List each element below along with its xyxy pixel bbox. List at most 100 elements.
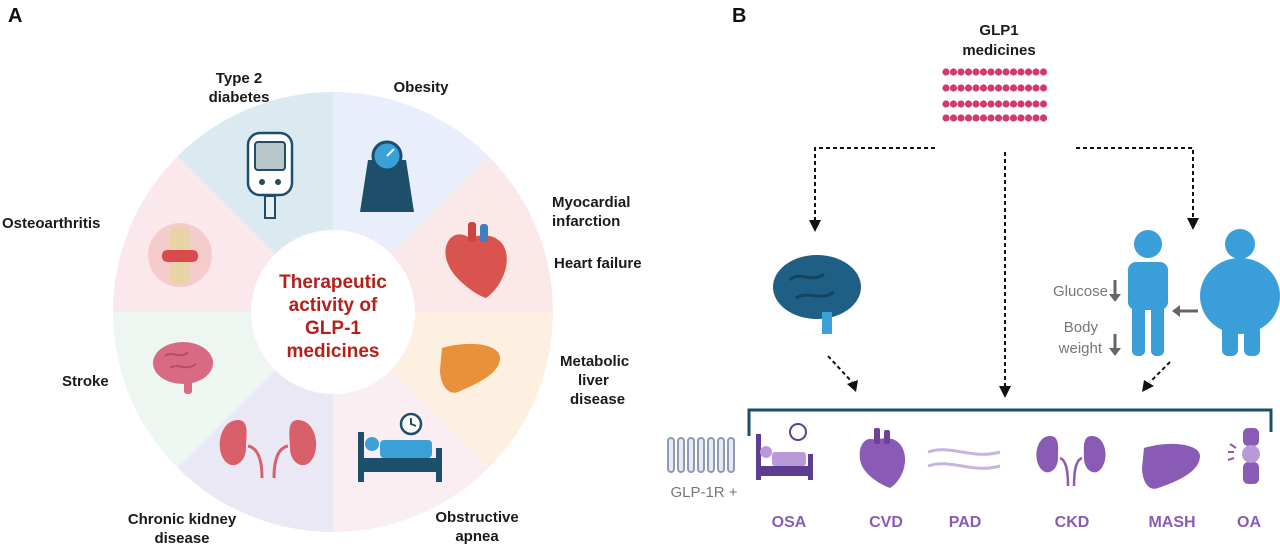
pad-vessel-icon — [927, 448, 1001, 470]
condition-label-osa: OSA — [772, 514, 807, 531]
peptide-bead-37 — [1009, 100, 1018, 108]
peptide-bead-8 — [1002, 68, 1010, 76]
peptide-bead-1 — [949, 68, 958, 76]
weight-scale-icon — [360, 140, 414, 212]
peptide-bead-55 — [942, 114, 950, 122]
label-liver-line1: Metabolic — [560, 353, 629, 370]
label-ckd-line2: disease — [154, 530, 209, 547]
peptide-bead-19 — [1002, 84, 1010, 92]
peptide-bead-49 — [987, 114, 995, 122]
condition-label-oa: OA — [1237, 514, 1261, 531]
peptide-bead-12 — [1032, 68, 1040, 76]
center-text-line3: GLP-1 — [305, 318, 361, 339]
peptide-bead-18 — [1009, 84, 1018, 92]
label-type2-line2: diabetes — [209, 89, 270, 106]
peptide-bead-30 — [957, 100, 965, 108]
peptide-bead-38 — [1017, 100, 1025, 108]
label-obesity: Obesity — [393, 79, 449, 96]
peptide-bead-24 — [964, 84, 973, 92]
liver-icon — [440, 343, 500, 393]
peptide-bead-13 — [1039, 68, 1048, 76]
condition-label-mash: MASH — [1148, 514, 1195, 531]
peptide-bead-40 — [1032, 100, 1040, 108]
peptide-bead-11 — [1024, 68, 1033, 76]
peptide-bead-35 — [994, 100, 1003, 108]
heart-icon — [445, 222, 507, 298]
peptide-bead-20 — [994, 84, 1003, 92]
peptide-bead-31 — [964, 100, 973, 108]
peptide-bead-50 — [979, 114, 988, 122]
label-mi-line1: Myocardial — [552, 194, 630, 211]
wheel-center — [251, 230, 415, 394]
kidneys-icon — [219, 420, 317, 479]
arrow-to-person — [1076, 147, 1194, 220]
condition-label-ckd: CKD — [1055, 514, 1090, 531]
peptide-bead-51 — [972, 114, 980, 122]
label-mi-line2: infarction — [552, 213, 620, 230]
arrow-to-person-head — [1187, 218, 1199, 230]
brain-icon — [153, 342, 213, 394]
peptide-bead-32 — [972, 100, 980, 108]
cvd-heart-icon — [859, 428, 906, 488]
peptide-bead-0 — [942, 68, 950, 76]
arrow-to-brain — [814, 147, 935, 222]
peptide-bead-26 — [949, 84, 958, 92]
receptor-label: GLP-1R + — [670, 484, 737, 501]
label-osteoarthritis: Osteoarthritis — [2, 215, 100, 232]
glucose-meter-icon — [246, 131, 294, 219]
weight-down-arrow-head — [1109, 348, 1121, 356]
peptide-bead-41 — [1039, 100, 1048, 108]
label-apnea-line1: Obstructive — [435, 509, 518, 526]
peptide-bead-5 — [979, 68, 988, 76]
oa-knee-icon — [1227, 428, 1260, 484]
peptide-bead-47 — [1002, 114, 1010, 122]
peptide-bead-2 — [957, 68, 965, 76]
conditions-bracket — [747, 408, 1273, 436]
peptide-bead-17 — [1017, 84, 1025, 92]
body-weight-line1: Body — [1064, 319, 1099, 336]
peptide-bead-15 — [1032, 84, 1040, 92]
peptide-bead-44 — [1024, 114, 1033, 122]
peptide-bead-22 — [979, 84, 988, 92]
glp1-title-line2: medicines — [962, 42, 1035, 59]
peptide-bead-36 — [1002, 100, 1010, 108]
obese-person-icon — [1200, 229, 1280, 356]
label-type2-line1: Type 2 — [216, 70, 262, 87]
weight-loss-arrow-head — [1172, 305, 1180, 317]
sleep-apnea-icon — [358, 412, 442, 482]
label-liver-line2: liver — [578, 372, 609, 389]
glucose-down-arrow-head — [1109, 294, 1121, 302]
mash-liver-icon — [1142, 443, 1200, 489]
peptide-bead-45 — [1017, 114, 1025, 122]
glp1-title-line1: GLP1 — [979, 22, 1018, 39]
center-text-line1: Therapeutic — [279, 272, 387, 293]
label-apnea-line2: apnea — [455, 528, 499, 545]
arrow-to-brain-head — [809, 220, 821, 232]
arrow-person-to-conditions — [1149, 361, 1171, 383]
condition-label-pad: PAD — [949, 514, 982, 531]
peptide-bead-7 — [994, 68, 1003, 76]
peptide-bead-21 — [987, 84, 995, 92]
peptide-bead-52 — [964, 114, 973, 122]
arrow-brain-head — [847, 380, 858, 392]
center-text-line2: activity of — [289, 295, 378, 316]
peptide-bead-53 — [957, 114, 965, 122]
peptide-bead-6 — [987, 68, 995, 76]
peptide-bead-23 — [972, 84, 980, 92]
peptide-bead-14 — [1039, 84, 1048, 92]
glp1-receptor-icon — [667, 437, 735, 473]
peptide-bead-33 — [979, 100, 988, 108]
ckd-kidneys-icon — [1036, 436, 1106, 487]
knee-joint-icon — [148, 223, 212, 287]
peptide-bead-54 — [949, 114, 958, 122]
peptide-bead-16 — [1024, 84, 1033, 92]
label-ckd-line1: Chronic kidney — [128, 511, 237, 528]
peptide-bead-46 — [1009, 114, 1018, 122]
peptide-bead-27 — [942, 84, 950, 92]
label-heart-failure: Heart failure — [554, 255, 642, 272]
peptide-bead-3 — [964, 68, 973, 76]
peptide-bead-28 — [942, 100, 950, 108]
condition-label-cvd: CVD — [869, 514, 903, 531]
peptide-chain-icon — [942, 68, 1048, 122]
